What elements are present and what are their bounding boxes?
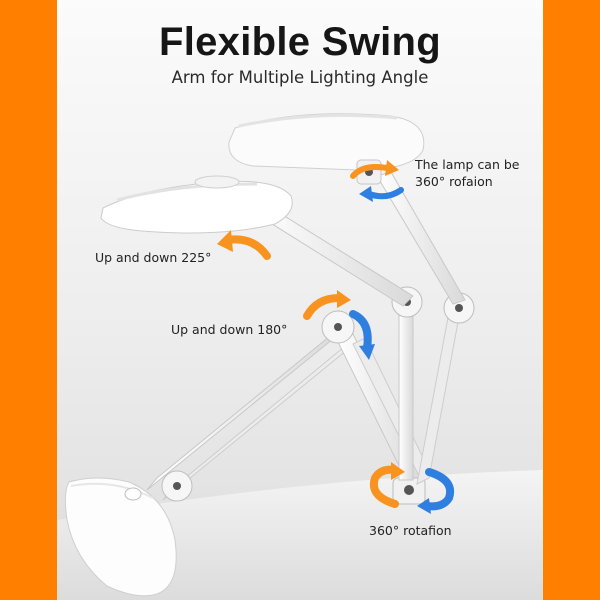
lamp-illustration: [57, 113, 543, 600]
lower-arm: [146, 321, 356, 502]
head-rotation-line-2: 360° rofaion: [415, 174, 493, 189]
feature-panel: Flexible Swing Arm for Multiple Lighting…: [57, 0, 543, 600]
head-rotation-line-1: The lamp can be: [415, 157, 520, 172]
vertical-arms: [391, 286, 475, 485]
curved-arrows-180: [303, 290, 375, 360]
curved-arrow-225: [217, 230, 271, 260]
upper-arm-callout: Up and down 225°: [95, 250, 212, 265]
page-subtitle: Arm for Multiple Lighting Angle: [171, 68, 429, 87]
lower-arm-callout: Up and down 180°: [171, 322, 288, 337]
head-rotation-arrows: [350, 160, 404, 202]
lamp-head-rear: [228, 113, 425, 185]
base-rotation-arrows: [370, 462, 454, 514]
head-rotation-callout: The lamp can be 360° rofaion: [415, 156, 520, 190]
lamp-base: [64, 477, 177, 597]
base-rotation-callout: 360° rotafion: [369, 523, 452, 538]
lamp-head-front: [100, 175, 293, 234]
page-title: Flexible Swing: [158, 20, 442, 64]
